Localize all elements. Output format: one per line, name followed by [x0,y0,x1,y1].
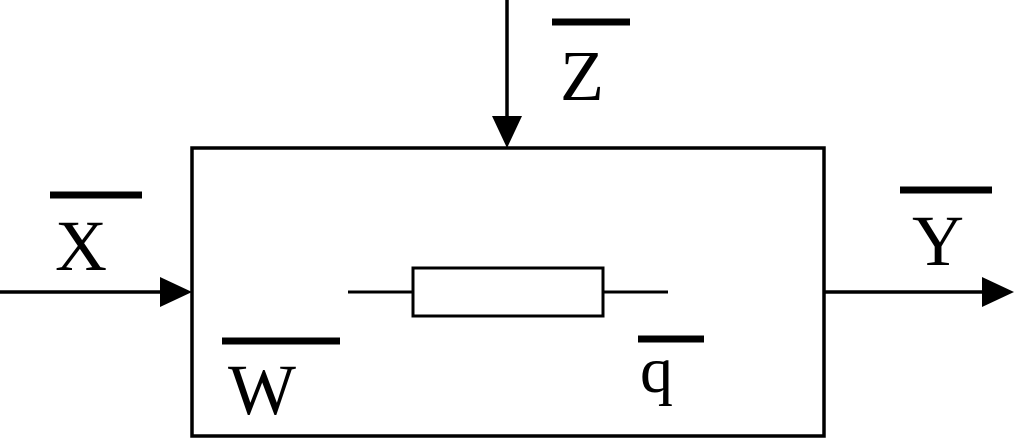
control-label: W [222,337,340,430]
output-arrow [824,277,1014,307]
disturbance-label: Z [552,18,630,116]
disturbance-label-text: Z [560,36,604,116]
output-arrowhead [982,277,1014,307]
input-label: X [50,191,142,286]
output-label-text: Y [912,201,964,281]
resistor-element [348,266,668,318]
disturbance-arrowhead [492,116,522,148]
input-label-text: X [55,206,107,286]
parameters-label-text: q [640,334,673,407]
disturbance-arrow [492,0,522,148]
input-arrow [0,277,192,307]
parameters-label: q [638,334,704,407]
output-label: Y [900,186,992,281]
control-label-text: W [228,350,296,430]
input-arrowhead [160,277,192,307]
